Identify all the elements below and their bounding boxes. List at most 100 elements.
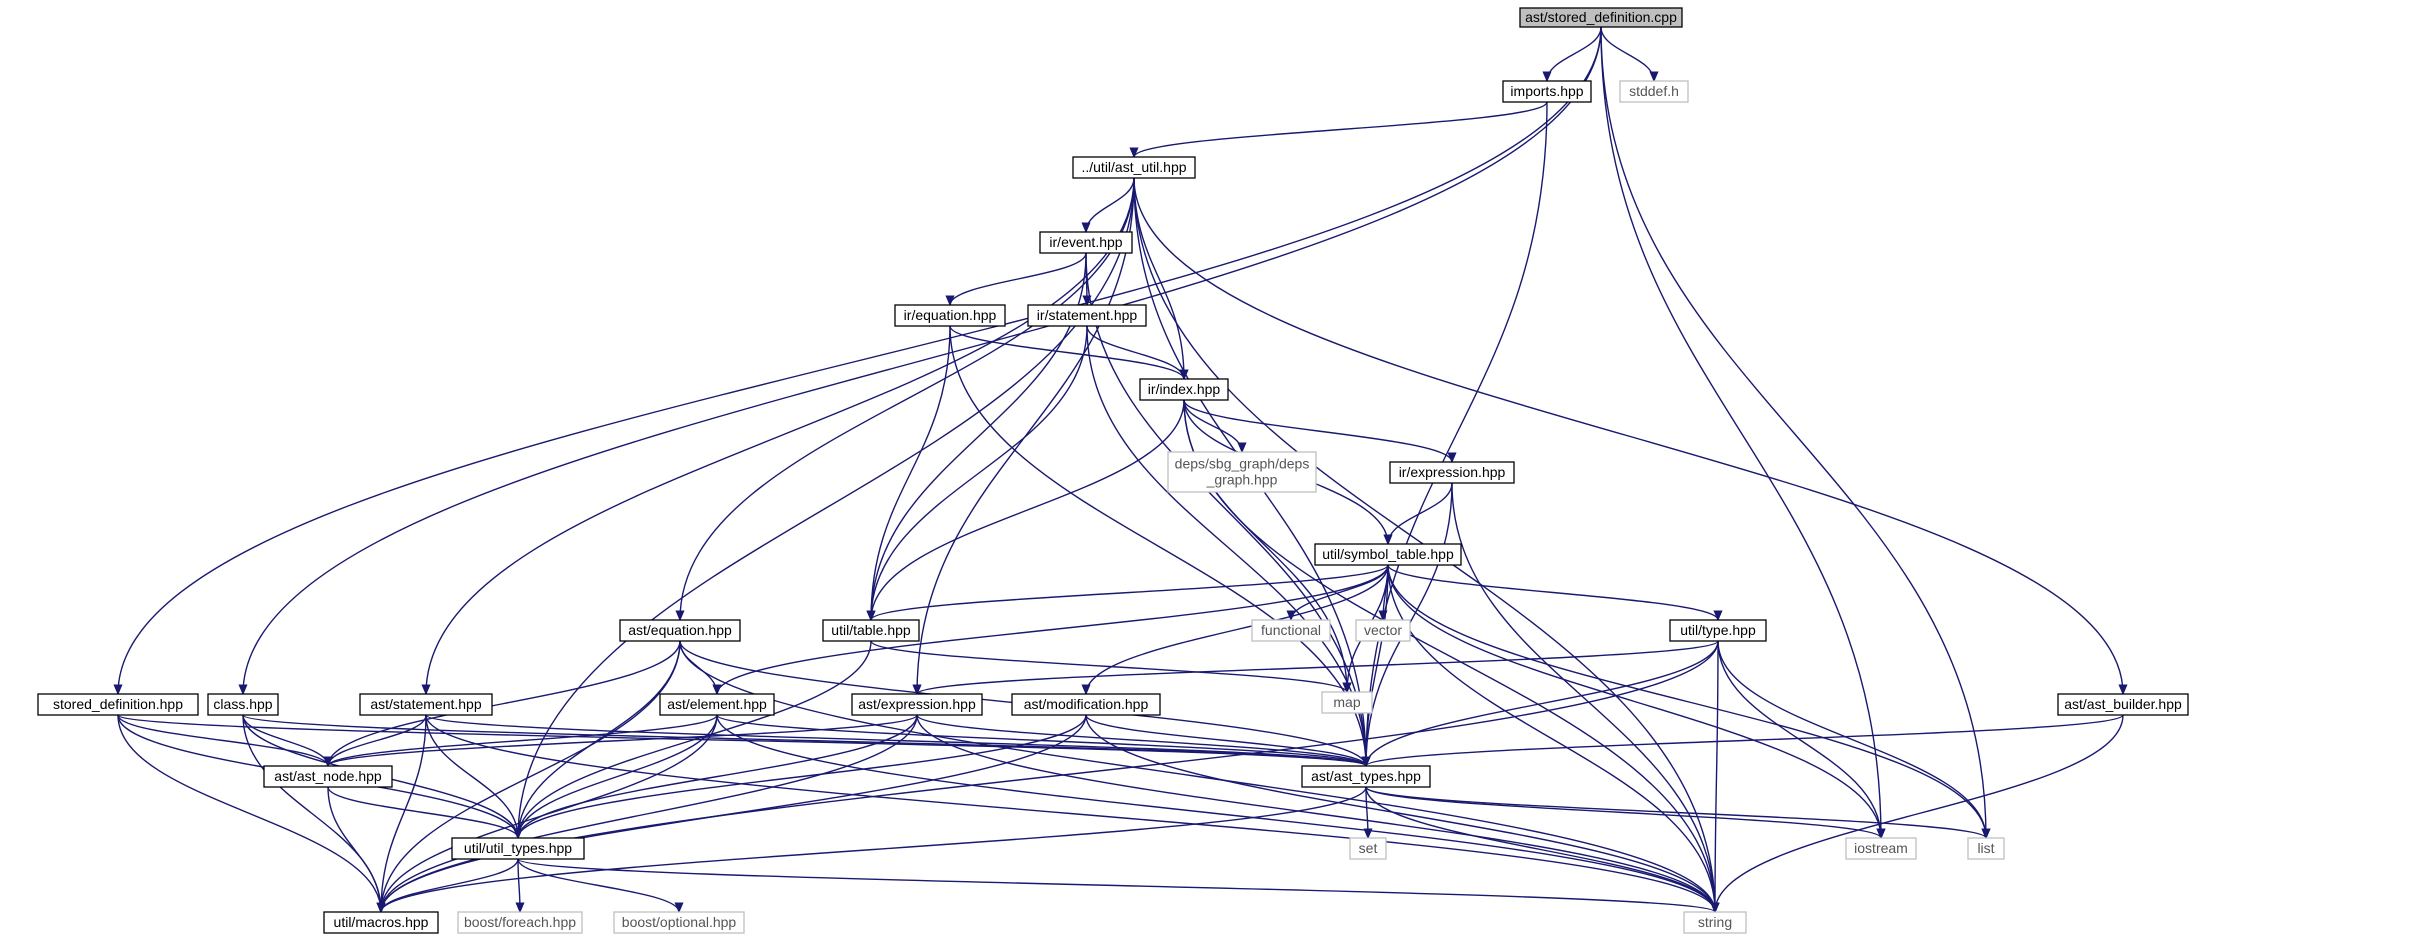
edge-ast_statement_hpp-to-ast_ast_node_hpp [327, 714, 427, 767]
node-ir-event-hpp[interactable]: ir/event.hpp [1039, 231, 1133, 254]
edge-ir_index_hpp-to-ir_expression_hpp [1183, 399, 1453, 463]
edge-ast_element_hpp-to-util_util_types_hpp [517, 714, 718, 839]
node-label: set [1359, 840, 1378, 856]
edge-ast_util_hpp-to-ast_equation_hpp [679, 177, 1135, 621]
edge-ast_util_hpp-to-ir_event_hpp [1085, 177, 1135, 233]
node-box [2057, 693, 2189, 716]
node-label: ast/equation.hpp [628, 622, 732, 638]
arrowhead-util_symbol_table_hpp-to-ast_modification_hpp [1081, 684, 1091, 696]
edge-stored_definition_cpp-to-imports_hpp [1546, 26, 1602, 82]
arrowhead-stored_definition_cpp-to-imports_hpp [1542, 71, 1552, 83]
edge-util_type_hpp-to-iostream [1717, 640, 1882, 839]
node-box [613, 911, 745, 934]
node-label: ../util/ast_util.hpp [1081, 159, 1186, 175]
edge-ir_expression_hpp-to-util_symbol_table_hpp [1387, 482, 1453, 545]
edge-util_type_hpp-to-list [1717, 640, 1987, 839]
node-label: _graph.hpp [1206, 472, 1278, 488]
dependency-edges [113, 26, 2128, 914]
node-ast-modification-hpp[interactable]: ast/modification.hpp [1011, 693, 1161, 716]
node-box [1619, 80, 1689, 103]
arrowhead-util_util_types_hpp-to-string [1710, 902, 1720, 914]
edge-ast_expression_hpp-to-ast_ast_node_hpp [327, 714, 918, 767]
node-ir-statement-hpp[interactable]: ir/statement.hpp [1027, 304, 1147, 327]
node-box [1011, 693, 1161, 716]
node-label: stddef.h [1629, 83, 1679, 99]
node-ast-equation-hpp[interactable]: ast/equation.hpp [619, 619, 741, 642]
edge-ir_statement_hpp-to-ast_ast_types_hpp [1086, 325, 1367, 767]
edge-util_symbol_table_hpp-to-util_table_hpp [870, 564, 1389, 621]
node-stored-definition-cpp: ast/stored_definition.cpp [1519, 7, 1683, 28]
edge-class_hpp-to-util_macros_hpp [242, 714, 382, 913]
node-util-macros-hpp[interactable]: util/macros.hpp [323, 911, 439, 934]
node-label: ast/modification.hpp [1024, 696, 1149, 712]
arrowhead-ast_expression_hpp-to-ast_ast_node_hpp [323, 756, 333, 768]
node-label: imports.hpp [1510, 83, 1583, 99]
node-label: deps/sbg_graph/deps [1175, 456, 1310, 472]
node-imports-hpp[interactable]: imports.hpp [1502, 80, 1592, 103]
edge-ast_ast_types_hpp-to-iostream [1365, 786, 1882, 839]
node-box [359, 693, 493, 716]
node-label: ast/stored_definition.cpp [1525, 9, 1677, 25]
node-box [1301, 765, 1431, 788]
node-util-table-hpp[interactable]: util/table.hpp [822, 619, 920, 642]
node-box [1349, 837, 1387, 860]
arrowhead-util_type_hpp-to-ast_expression_hpp [912, 684, 922, 696]
node-box [451, 837, 585, 860]
node-ir-equation-hpp[interactable]: ir/equation.hpp [894, 304, 1006, 327]
edge-ast_element_hpp-to-string [716, 714, 1716, 913]
edge-ast_equation_hpp-to-ast_ast_node_hpp [327, 640, 681, 767]
arrowhead-stored_definition_cpp-to-stored_definition_hpp [113, 684, 123, 696]
edge-util_type_hpp-to-ast_expression_hpp [916, 640, 1719, 695]
node-box [37, 693, 199, 716]
node-ast-ast-types-hpp[interactable]: ast/ast_types.hpp [1301, 765, 1431, 788]
node-ir-index-hpp[interactable]: ir/index.hpp [1139, 378, 1229, 401]
edge-util_symbol_table_hpp-to-util_type_hpp [1387, 564, 1719, 621]
edge-util_type_hpp-to-util_macros_hpp [380, 640, 1719, 913]
node-stddef-h: stddef.h [1619, 80, 1689, 103]
arrowhead-ast_ast_types_hpp-to-list [1981, 828, 1991, 840]
node-box [1355, 619, 1411, 642]
node-box [457, 911, 583, 934]
node-stored-definition-hpp[interactable]: stored_definition.hpp [37, 693, 199, 716]
edge-util_type_hpp-to-string [1714, 640, 1719, 913]
node-box [323, 911, 439, 934]
arrowhead-ast_ast_builder_hpp-to-ast_ast_types_hpp [1361, 756, 1371, 768]
node-box [1251, 619, 1331, 642]
node-label: ast/ast_node.hpp [274, 768, 382, 784]
edge-ast_element_hpp-to-ast_ast_node_hpp [327, 714, 718, 767]
node-vector: vector [1355, 619, 1411, 642]
node-box [1967, 837, 2005, 860]
edge-util_type_hpp-to-ast_ast_types_hpp [1365, 640, 1719, 767]
edge-imports_hpp-to-ast_ast_types_hpp [1365, 101, 1548, 767]
node-ir-expression-hpp[interactable]: ir/expression.hpp [1389, 461, 1515, 484]
edge-util_table_hpp-to-map [870, 640, 1348, 693]
node-label: ast/ast_types.hpp [1311, 768, 1421, 784]
node-box [851, 693, 983, 716]
node-util-type-hpp[interactable]: util/type.hpp [1669, 619, 1767, 642]
node-ast-util-hpp[interactable]: ../util/ast_util.hpp [1072, 156, 1196, 179]
node-ast-ast-builder-hpp[interactable]: ast/ast_builder.hpp [2057, 693, 2189, 716]
arrowhead-imports_hpp-to-ast_util_hpp [1129, 147, 1139, 159]
node-box [1314, 543, 1462, 566]
node-ast-statement-hpp[interactable]: ast/statement.hpp [359, 693, 493, 716]
node-class-hpp[interactable]: class.hpp [207, 693, 279, 716]
node-label: ast/statement.hpp [370, 696, 482, 712]
edge-util_symbol_table_hpp-to-string [1387, 564, 1716, 913]
node-box [207, 693, 279, 716]
node-label: ast/expression.hpp [858, 696, 976, 712]
edge-util_symbol_table_hpp-to-ast_modification_hpp [1085, 564, 1389, 695]
node-ast-expression-hpp[interactable]: ast/expression.hpp [851, 693, 983, 716]
edge-ast_expression_hpp-to-util_util_types_hpp [517, 714, 918, 839]
node-util-util-types-hpp[interactable]: util/util_types.hpp [451, 837, 585, 860]
node-ast-ast-node-hpp[interactable]: ast/ast_node.hpp [263, 765, 393, 788]
arrowhead-util_symbol_table_hpp-to-util_table_hpp [866, 610, 876, 622]
edge-ast_ast_builder_hpp-to-string [1714, 714, 2124, 913]
node-label: boost/foreach.hpp [464, 914, 576, 930]
edge-ast_statement_hpp-to-ast_ast_types_hpp [425, 714, 1367, 767]
node-box [1139, 378, 1229, 401]
arrowhead-ast_util_hpp-to-ast_statement_hpp [421, 684, 431, 696]
node-box [1502, 80, 1592, 103]
node-ast-element-hpp[interactable]: ast/element.hpp [659, 693, 775, 716]
node-util-symbol-table-hpp[interactable]: util/symbol_table.hpp [1314, 543, 1462, 566]
